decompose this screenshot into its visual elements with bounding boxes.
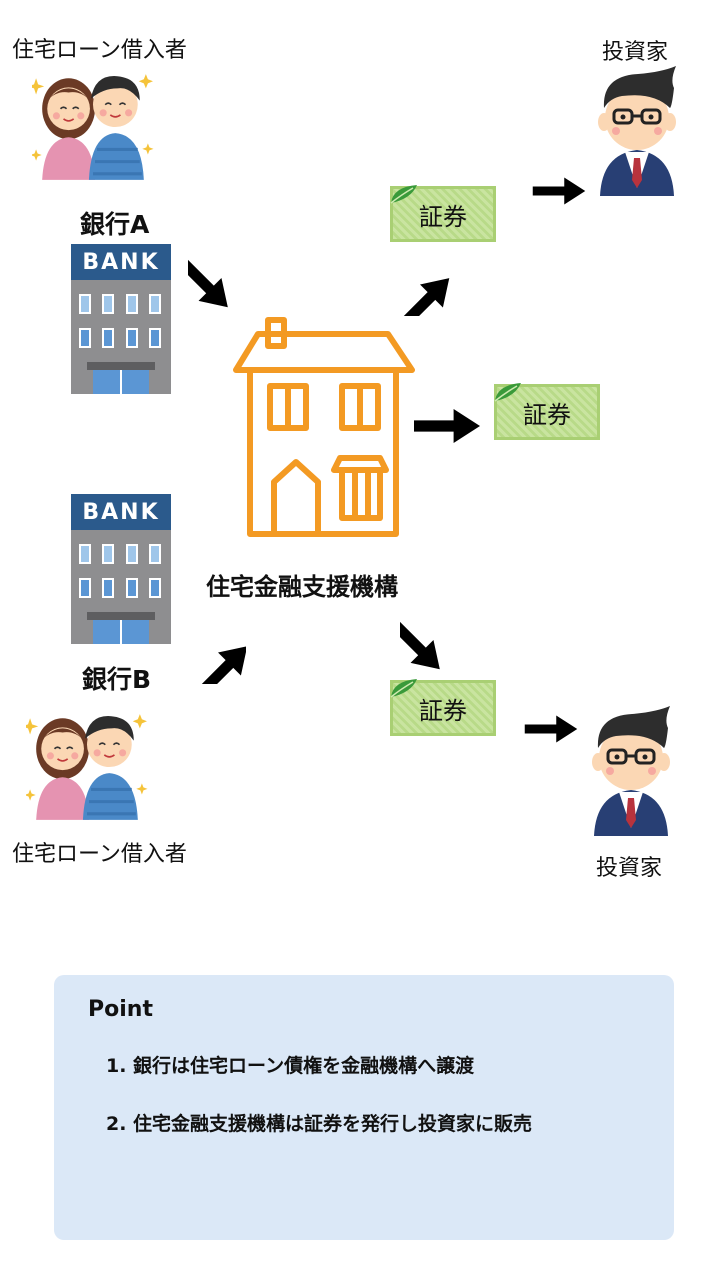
borrower-label-top: 住宅ローン借入者	[12, 38, 187, 63]
security-middle: 証券	[494, 384, 600, 440]
borrower-label-bottom: 住宅ローン借入者	[12, 842, 187, 867]
bank-a-sign: BANK	[82, 250, 160, 275]
borrower-couple-icon-top	[32, 68, 154, 180]
arrow-to-investor-top-icon	[526, 176, 592, 206]
organization-house-icon	[233, 317, 415, 537]
arrow-bank-b-to-organization-icon	[198, 646, 246, 684]
arrow-bank-a-to-organization-icon	[188, 258, 228, 308]
point-item-1: 1. 銀行は住宅ローン債権を金融機構へ譲渡	[106, 1055, 475, 1077]
security-middle-label: 証券	[523, 400, 571, 429]
leaf-icon	[493, 381, 523, 403]
security-top: 証券	[390, 186, 496, 242]
organization-label: 住宅金融支援機構	[206, 573, 398, 601]
point-item-2: 2. 住宅金融支援機構は証券を発行し投資家に販売	[106, 1113, 533, 1135]
bank-b-sign: BANK	[82, 500, 160, 525]
point-box: Point 1. 銀行は住宅ローン債権を金融機構へ譲渡 2. 住宅金融支援機構は…	[54, 975, 674, 1240]
investor-icon-bottom	[586, 706, 676, 836]
arrow-organization-to-security-top-icon	[400, 278, 450, 316]
security-bottom: 証券	[390, 680, 496, 736]
arrow-organization-to-security-bottom-icon	[400, 620, 440, 670]
borrower-couple-icon-bottom	[26, 708, 148, 820]
security-bottom-label: 証券	[419, 696, 467, 725]
point-title: Point	[88, 997, 153, 1022]
arrow-organization-to-security-middle-icon	[414, 406, 480, 446]
investor-label-top: 投資家	[602, 40, 669, 65]
leaf-icon	[389, 183, 419, 205]
leaf-icon	[389, 677, 419, 699]
bank-a-label: 銀行A	[80, 210, 150, 239]
bank-b-label: 銀行B	[82, 665, 152, 694]
bank-b-building-icon: BANK	[70, 494, 172, 644]
investor-icon-top	[592, 66, 682, 196]
security-top-label: 証券	[419, 202, 467, 231]
investor-label-bottom: 投資家	[596, 856, 663, 881]
bank-a-building-icon: BANK	[70, 244, 172, 394]
arrow-to-investor-bottom-icon	[518, 714, 584, 744]
